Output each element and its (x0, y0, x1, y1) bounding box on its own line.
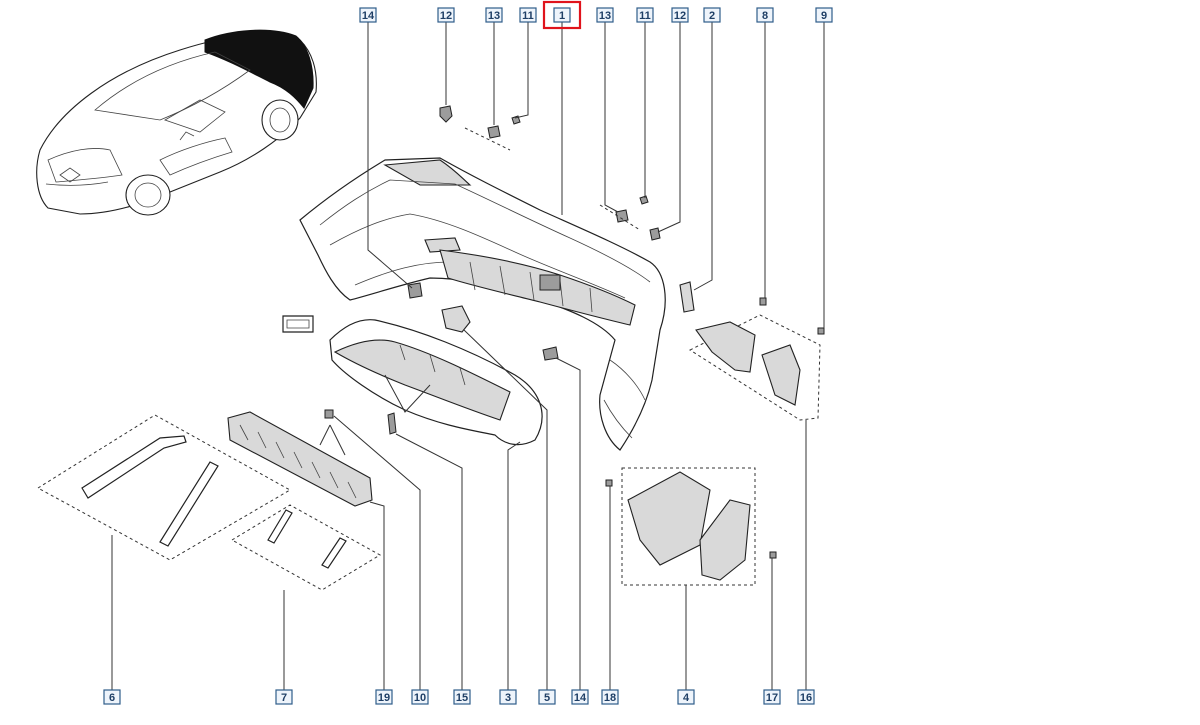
callout-5: 5 (538, 689, 556, 705)
callout-label: 17 (766, 692, 778, 704)
callout-12: 12 (671, 7, 689, 23)
callout-box (359, 7, 377, 23)
callout-box (815, 7, 833, 23)
side-strips (37, 414, 292, 561)
callout-label: 4 (683, 692, 690, 704)
callout-label: 1 (559, 10, 565, 22)
car-thumbnail (36, 29, 317, 216)
callout-label: 3 (505, 692, 511, 704)
callout-box (571, 689, 589, 705)
callout-16: 16 (797, 689, 815, 705)
callout-box (519, 7, 537, 23)
callout-label: 2 (709, 10, 715, 22)
callout-15: 15 (453, 689, 471, 705)
callout-label: 8 (762, 10, 768, 22)
callout-label: 12 (440, 10, 452, 22)
callout-label: 11 (639, 10, 651, 22)
callout-box (636, 7, 654, 23)
lower-diffuser (282, 315, 543, 446)
callout-label: 19 (378, 692, 390, 704)
callout-label: 10 (414, 692, 426, 704)
callout-label: 14 (574, 692, 587, 704)
callout-box (797, 689, 815, 705)
callout-box (411, 689, 429, 705)
callout-box (677, 689, 695, 705)
callout-box (763, 689, 781, 705)
callout-18: 18 (601, 689, 619, 705)
callout-label: 11 (522, 10, 534, 22)
leader-lines (111, 22, 825, 690)
callout-8: 8 (756, 7, 774, 23)
callout-box (437, 7, 455, 23)
callout-label: 16 (800, 692, 812, 704)
callout-box (453, 689, 471, 705)
callout-19: 19 (375, 689, 393, 705)
callout-3: 3 (499, 689, 517, 705)
callout-12: 12 (437, 7, 455, 23)
small-brackets (231, 504, 381, 591)
callout-box (596, 7, 614, 23)
bumper-cover (299, 105, 695, 451)
callout-17: 17 (763, 689, 781, 705)
callout-box (553, 7, 571, 23)
callout-box (485, 7, 503, 23)
highlight-frame (542, 0, 582, 30)
callout-13: 13 (485, 7, 503, 23)
callout-13: 13 (596, 7, 614, 23)
callout-label: 6 (109, 692, 115, 704)
impact-absorber (227, 409, 373, 507)
callout-14: 14 (359, 7, 377, 23)
callout-box (538, 689, 556, 705)
callout-box (703, 7, 721, 23)
callout-box (499, 689, 517, 705)
callout-label: 7 (281, 692, 287, 704)
callout-label: 5 (544, 692, 550, 704)
callout-label: 12 (674, 10, 686, 22)
callout-10: 10 (411, 689, 429, 705)
lower-right-brackets (605, 467, 777, 586)
callout-11: 11 (519, 7, 537, 23)
callout-box (601, 689, 619, 705)
callout-4: 4 (677, 689, 695, 705)
callout-11: 11 (636, 7, 654, 23)
callout-label: 14 (362, 10, 375, 22)
callout-7: 7 (275, 689, 293, 705)
callout-box (275, 689, 293, 705)
callouts-bottom: 6 7 19 10 15 3 5 14 18 4 17 16 (103, 689, 815, 705)
callout-6: 6 (103, 689, 121, 705)
callout-label: 18 (604, 692, 616, 704)
callout-2: 2 (703, 7, 721, 23)
callout-label: 15 (456, 692, 468, 704)
callout-label: 13 (488, 10, 500, 22)
callout-box (756, 7, 774, 23)
callout-14: 14 (571, 689, 589, 705)
callout-9: 9 (815, 7, 833, 23)
callout-label: 13 (599, 10, 611, 22)
callout-box (375, 689, 393, 705)
callout-label: 9 (821, 10, 827, 22)
right-brackets (688, 297, 825, 421)
callout-box (103, 689, 121, 705)
callout-1: 1 (542, 0, 582, 30)
callout-box (671, 7, 689, 23)
